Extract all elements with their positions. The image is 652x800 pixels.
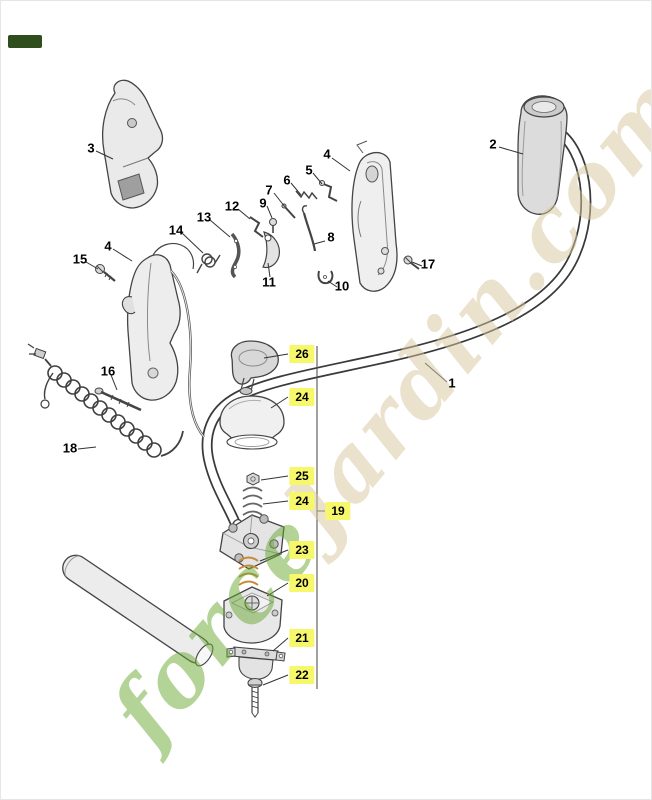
callout-14: 14 <box>168 222 184 238</box>
part-21-bracket <box>226 646 286 680</box>
shaft-tube <box>62 554 214 667</box>
callout-12: 12 <box>224 198 240 214</box>
callout-20-highlighted: 20 <box>289 574 315 592</box>
part-18-wiring-harness <box>27 343 184 458</box>
callout-9: 9 <box>259 195 267 211</box>
callout-4-right: 4 <box>323 146 331 162</box>
callout-25-highlighted: 25 <box>289 467 315 485</box>
callout-19-highlighted: 19 <box>325 502 351 520</box>
part-4-housing-right <box>351 140 398 292</box>
part-3-housing-upper <box>101 79 164 209</box>
callout-1: 1 <box>448 375 456 391</box>
part-25-nut <box>246 472 260 486</box>
callout-13: 13 <box>196 209 212 225</box>
part-16-screw <box>94 387 142 412</box>
part-2-grip <box>517 95 568 215</box>
callout-2: 2 <box>489 136 497 152</box>
part-17-screw <box>403 255 420 270</box>
callout-4-left: 4 <box>104 238 112 254</box>
part-19-upper-clamp <box>219 514 285 570</box>
callout-16: 16 <box>100 363 116 379</box>
callout-17: 17 <box>420 256 436 272</box>
callout-6: 6 <box>283 172 291 188</box>
corner-badge <box>8 35 42 48</box>
part-23-spring-lower <box>238 556 259 586</box>
part-26-knob <box>230 340 279 395</box>
callout-15: 15 <box>72 251 88 267</box>
part-20-lower-clamp <box>223 586 283 644</box>
callout-3: 3 <box>87 140 95 156</box>
callout-8: 8 <box>327 229 335 245</box>
callout-18: 18 <box>62 440 78 456</box>
callout-7: 7 <box>265 182 273 198</box>
callout-24b-highlighted: 24 <box>289 492 315 510</box>
callout-24-highlighted: 24 <box>289 388 315 406</box>
part-15-screw <box>95 264 116 282</box>
parts-cluster-small <box>196 180 338 285</box>
callout-11: 11 <box>262 274 276 290</box>
callout-10: 10 <box>334 278 350 294</box>
callout-23-highlighted: 23 <box>289 541 315 559</box>
part-22-bolt <box>247 677 263 718</box>
group-bracket-line <box>316 346 325 689</box>
leader-lines <box>77 146 524 686</box>
callout-22-highlighted: 22 <box>289 666 315 684</box>
callout-21-highlighted: 21 <box>289 629 315 647</box>
callout-5: 5 <box>305 162 313 178</box>
part-24-spring-upper <box>242 486 263 524</box>
part-24-cover-cap <box>219 395 285 450</box>
part-4-housing-left <box>121 242 205 438</box>
callout-26-highlighted: 26 <box>289 345 315 363</box>
